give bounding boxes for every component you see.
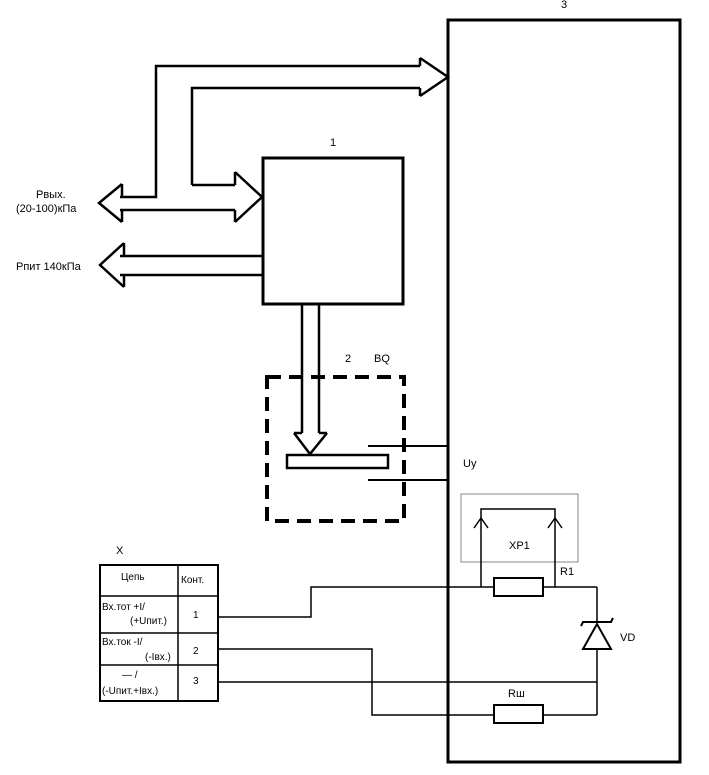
pneumatic-output-line: [97, 56, 451, 223]
block-3-label: 3: [561, 0, 567, 11]
table-row-3-line1: — /: [122, 670, 138, 681]
table-row-2-line2: (-Iвх.): [145, 652, 171, 663]
block-2-bq-sensor: [265, 375, 406, 523]
table-row-1-line1: Вх.тот +I/: [102, 602, 145, 613]
uy-label: Uy: [463, 458, 477, 470]
table-row-3-contact: 3: [193, 676, 199, 687]
supply-pressure-arrow: [98, 242, 263, 288]
table-row-2-contact: 2: [193, 646, 199, 657]
block-3-unit: [446, 18, 682, 764]
x-label: X: [116, 545, 124, 557]
pvyx-label-1: Pвых.: [36, 189, 66, 201]
xp1-label: XP1: [509, 540, 530, 552]
table-header-contact: Конт.: [181, 575, 204, 586]
rsh-resistor: [493, 704, 544, 724]
vd-diode: [580, 617, 614, 650]
table-row-3-line2: (-Uпит.+Iвх.): [102, 686, 158, 697]
table-row-1-contact: 1: [193, 610, 199, 621]
block-1-converter: [261, 156, 405, 306]
table-header-circuit: Цепь: [121, 572, 145, 583]
sensor-element: [285, 453, 390, 470]
xp1-contacts: [473, 508, 563, 587]
table-row-2-line1: Вх.ток -I/: [102, 637, 143, 648]
table-row-1-line2: (+Uпит.): [130, 616, 167, 627]
vd-label: VD: [620, 632, 635, 644]
ppit-label: Pпит 140кПа: [16, 261, 82, 273]
block-1-label: 1: [330, 137, 336, 149]
xp1-connector-box: [460, 493, 579, 563]
wiring: [218, 586, 598, 716]
r1-resistor: [493, 577, 544, 597]
connector-table: [99, 564, 219, 702]
pvyx-label-2: (20-100)кПа: [16, 203, 77, 215]
r1-label: R1: [560, 566, 574, 578]
rsh-label: Rш: [508, 688, 525, 700]
bq-label: BQ: [374, 353, 390, 365]
block-2-label: 2: [345, 353, 351, 365]
